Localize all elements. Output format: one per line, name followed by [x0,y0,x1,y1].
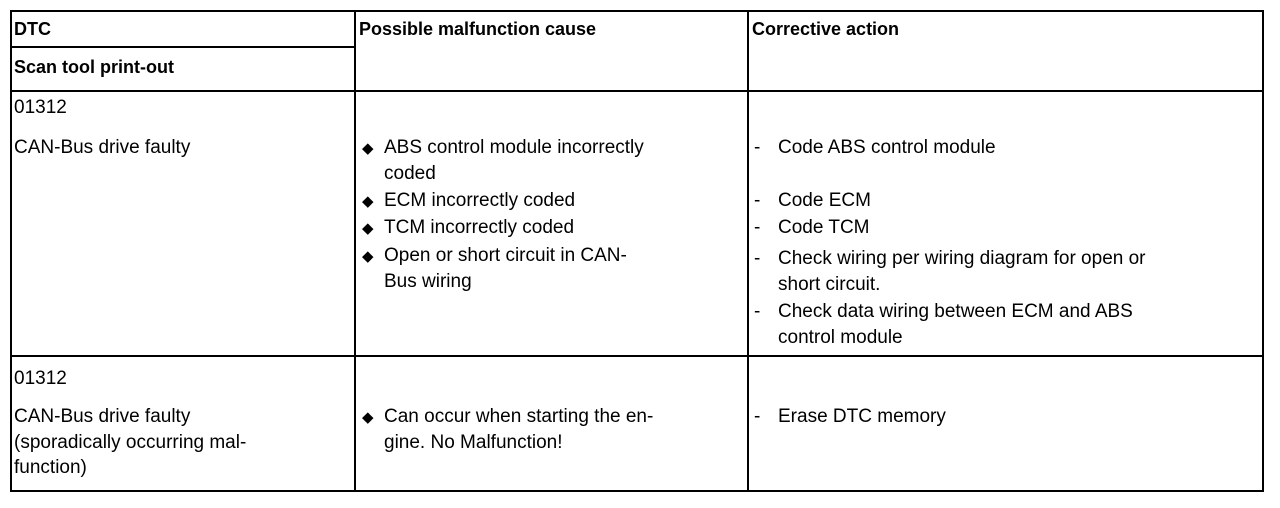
header-scan-tool: Scan tool print-out [14,57,174,77]
bullet-icon: ◆ [362,248,374,265]
row1-cause-1-line1: ABS control module incorrectly [384,137,644,158]
header-bottom-divider [10,90,1264,92]
row-divider [10,355,1264,357]
dash-icon: - [754,217,761,238]
row1-action-3: Code TCM [778,217,870,238]
row1-action-5-line2: control module [778,327,903,348]
row1-action-5-line1: Check data wiring between ECM and ABS [778,301,1133,322]
dash-icon: - [754,301,761,322]
table-border-left [10,10,12,492]
column-divider-1 [354,10,356,492]
bullet-icon: ◆ [362,140,374,157]
row1-cause-3: TCM incorrectly coded [384,217,575,238]
row2-cause-1-line1: Can occur when starting the en- [384,406,654,427]
row1-action-4-line1: Check wiring per wiring diagram for open… [778,248,1146,269]
dash-icon: - [754,406,761,427]
bullet-icon: ◆ [362,409,374,426]
header-subdivider [10,46,356,48]
row1-dtc-code: 01312 [14,97,67,118]
row2-dtc-code: 01312 [14,368,67,389]
row1-cause-4-line1: Open or short circuit in CAN- [384,245,627,266]
header-cause: Possible malfunction cause [359,19,597,39]
row2-description-line1: CAN-Bus drive faulty [14,406,191,427]
row1-cause-2: ECM incorrectly coded [384,190,576,211]
dash-icon: - [754,137,761,158]
row1-action-4-line2: short circuit. [778,274,881,295]
dash-icon: - [754,190,761,211]
row1-action-1: Code ABS control module [778,137,996,158]
row2-action-1: Erase DTC memory [778,406,946,427]
column-divider-2 [747,10,749,492]
table-border-top [10,10,1264,12]
row1-description: CAN-Bus drive faulty [14,137,191,158]
bullet-icon: ◆ [362,220,374,237]
header-action: Corrective action [752,19,900,39]
row1-cause-4-line2: Bus wiring [384,271,472,292]
header-dtc: DTC [14,19,51,39]
table-border-right [1262,10,1264,492]
row2-description-line3: function) [14,457,87,478]
table-border-bottom [10,490,1264,492]
row1-action-2: Code ECM [778,190,871,211]
row2-cause-1-line2: gine. No Malfunction! [384,432,563,453]
bullet-icon: ◆ [362,193,374,210]
row1-cause-1-line2: coded [384,163,436,184]
dash-icon: - [754,248,761,269]
row2-description-line2: (sporadically occurring mal- [14,432,247,453]
